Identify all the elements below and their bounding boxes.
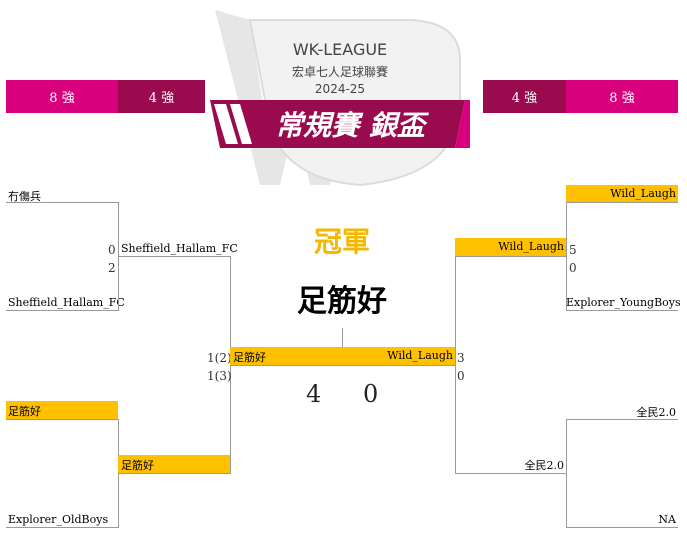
right-sf-label: 4 強 xyxy=(511,91,538,106)
left-quarterfinal-header: 8 強 xyxy=(6,80,118,113)
league-logo: WK-LEAGUE 宏卓七人足球聯賽 2024-25 常規賽 銀盃 xyxy=(210,0,485,190)
left-sf-team-b: 足筋好 xyxy=(121,459,154,472)
bracket-line xyxy=(343,365,455,366)
bracket-line xyxy=(6,202,119,203)
bracket-line xyxy=(566,202,678,203)
left-qf1-score-a: 0 xyxy=(108,243,116,257)
final-score-right: 0 xyxy=(363,380,379,408)
bracket-line xyxy=(118,256,231,257)
left-qf1-team-b: Sheffield_Hallam_FC xyxy=(8,296,125,309)
right-qf1-score-a: 5 xyxy=(569,243,577,257)
right-sf-score-b: 0 xyxy=(457,369,465,383)
bracket-line xyxy=(230,365,343,366)
logo-emblem xyxy=(210,10,485,187)
right-qf2-team-a: 全民2.0 xyxy=(636,406,677,419)
left-sf-label: 4 強 xyxy=(148,91,175,106)
right-quarterfinal-header: 8 強 xyxy=(566,80,678,113)
bracket-line xyxy=(6,419,119,420)
final-score-left: 4 xyxy=(306,380,322,408)
bracket-line xyxy=(566,419,678,420)
champion-connector xyxy=(342,328,343,365)
logo-subtitle: 宏卓七人足球聯賽 xyxy=(291,65,388,79)
logo-league-name: WK-LEAGUE xyxy=(292,40,388,59)
left-sf-score-a: 1(2) xyxy=(207,351,232,365)
left-qf2-team-a: 足筋好 xyxy=(8,405,41,418)
winner-highlight xyxy=(343,347,455,365)
right-qf1-team-a: Wild_Laugh xyxy=(610,187,676,200)
winner-highlight xyxy=(455,238,566,256)
left-sf-score-b: 1(3) xyxy=(207,369,232,383)
bracket-line xyxy=(6,310,119,311)
bracket-line xyxy=(566,419,567,528)
left-final-team: 足筋好 xyxy=(233,351,266,364)
champion-label: 冠軍 xyxy=(313,225,370,258)
bracket-line xyxy=(455,473,566,474)
left-qf2-team-b: Explorer_OldBoys xyxy=(8,513,109,526)
winner-highlight xyxy=(6,401,118,419)
left-qf1-team-a: 冇傷兵 xyxy=(8,190,41,203)
right-sf-team-b: 全民2.0 xyxy=(524,459,565,472)
right-qf1-score-b: 0 xyxy=(569,261,577,275)
champion-team: 足筋好 xyxy=(297,284,387,319)
right-final-team: Wild_Laugh xyxy=(387,349,453,362)
left-semifinal-header: 4 強 xyxy=(118,80,205,113)
bracket-line xyxy=(6,527,119,528)
bracket-line xyxy=(455,256,566,257)
bracket-line xyxy=(566,202,567,311)
bracket-line xyxy=(455,256,456,474)
right-sf-team-a: Wild_Laugh xyxy=(498,240,564,253)
winner-highlight xyxy=(230,347,343,365)
left-sf-team-a: Sheffield_Hallam_FC xyxy=(121,242,238,255)
bracket-line xyxy=(566,310,678,311)
winner-highlight xyxy=(566,185,678,203)
logo-season: 2024-25 xyxy=(314,82,366,96)
right-qf-label: 8 強 xyxy=(609,91,635,106)
bracket-line xyxy=(118,473,231,474)
bracket-line xyxy=(566,527,678,528)
logo-cup-title: 常規賽 銀盃 xyxy=(275,109,425,142)
right-sf-score-a: 3 xyxy=(457,351,465,365)
left-qf1-score-b: 2 xyxy=(108,261,116,275)
right-qf2-team-b: NA xyxy=(658,513,676,526)
right-qf1-team-b: Explorer_YoungBoys xyxy=(566,296,681,309)
right-semifinal-header: 4 強 xyxy=(483,80,566,113)
winner-highlight xyxy=(118,455,231,473)
left-qf-label: 8 強 xyxy=(49,91,75,106)
